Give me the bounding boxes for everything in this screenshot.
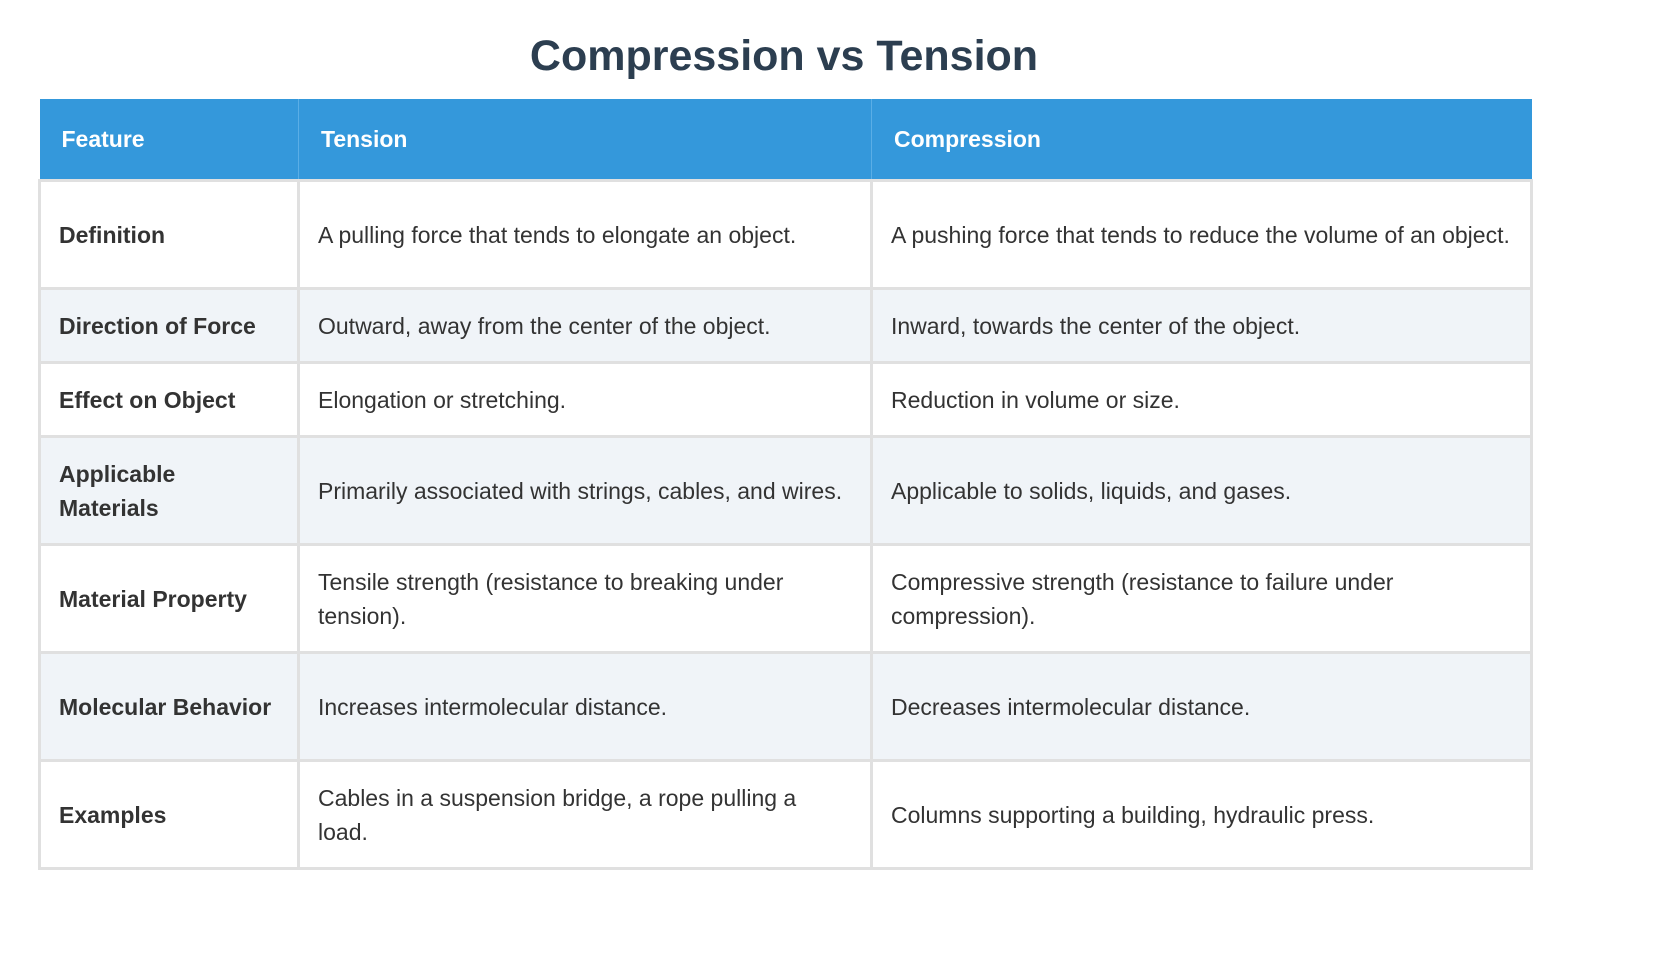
table-row: Definition A pulling force that tends to… xyxy=(38,179,1533,290)
tension-cell: Tensile strength (resistance to breaking… xyxy=(297,543,873,654)
feature-cell: Material Property xyxy=(38,543,300,654)
feature-cell: Applicable Materials xyxy=(38,435,300,546)
tension-cell: Cables in a suspension bridge, a rope pu… xyxy=(297,759,873,870)
feature-cell: Effect on Object xyxy=(38,361,300,438)
table-row: Direction of Force Outward, away from th… xyxy=(38,287,1533,364)
compression-cell: Inward, towards the center of the object… xyxy=(870,287,1533,364)
table-row: Molecular Behavior Increases intermolecu… xyxy=(38,651,1533,762)
comparison-table: Feature Tension Compression Definition A… xyxy=(38,99,1533,870)
compression-cell: Reduction in volume or size. xyxy=(870,361,1533,438)
table-row: Effect on Object Elongation or stretchin… xyxy=(38,361,1533,438)
page-title: Compression vs Tension xyxy=(529,32,1039,80)
feature-cell: Definition xyxy=(38,179,300,290)
column-header-compression: Compression xyxy=(871,99,1532,182)
tension-cell: Increases intermolecular distance. xyxy=(297,651,873,762)
feature-cell: Examples xyxy=(38,759,300,870)
tension-cell: Elongation or stretching. xyxy=(297,361,873,438)
column-header-tension: Tension xyxy=(298,99,872,182)
compression-cell: A pushing force that tends to reduce the… xyxy=(870,179,1533,290)
compression-cell: Applicable to solids, liquids, and gases… xyxy=(870,435,1533,546)
column-header-feature: Feature xyxy=(39,99,299,182)
tension-cell: A pulling force that tends to elongate a… xyxy=(297,179,873,290)
tension-cell: Primarily associated with strings, cable… xyxy=(297,435,873,546)
compression-cell: Columns supporting a building, hydraulic… xyxy=(870,759,1533,870)
compression-cell: Decreases intermolecular distance. xyxy=(870,651,1533,762)
table-row: Material Property Tensile strength (resi… xyxy=(38,543,1533,654)
tension-cell: Outward, away from the center of the obj… xyxy=(297,287,873,364)
table-row: Examples Cables in a suspension bridge, … xyxy=(38,759,1533,870)
table-row: Applicable Materials Primarily associate… xyxy=(38,435,1533,546)
feature-cell: Direction of Force xyxy=(38,287,300,364)
feature-cell: Molecular Behavior xyxy=(38,651,300,762)
table-header-row: Feature Tension Compression xyxy=(39,99,1532,182)
compression-cell: Compressive strength (resistance to fail… xyxy=(870,543,1533,654)
